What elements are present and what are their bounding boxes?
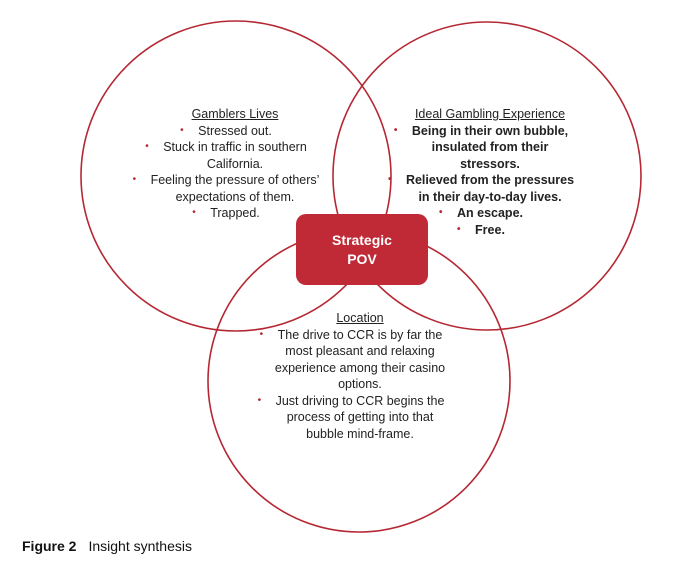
bullet-icon: •	[457, 223, 461, 235]
list-item-line: bubble mind-frame.	[306, 426, 414, 441]
list-item-line: An escape.	[456, 206, 523, 220]
list-item-line: expectations of them.	[175, 189, 295, 204]
bullet-icon: •	[438, 207, 443, 218]
location-title: Location	[336, 311, 384, 325]
bullet-icon: •	[132, 174, 137, 185]
list-item: • Being in their own bubble, insulated fro…	[375, 123, 605, 173]
list-item: • The drive to CCR is by far the most plea…	[245, 327, 475, 393]
location-section: Location • The drive to CCR is by far the…	[245, 310, 475, 442]
list-item-line: Stressed out.	[198, 123, 272, 138]
list-item-line: in their day-to-day lives.	[418, 189, 562, 204]
list-item-line: Just driving to CCR begins the	[275, 393, 445, 408]
bullet-icon: •	[393, 124, 398, 136]
bullet-icon: •	[387, 174, 392, 185]
gamblers-lives-section: Gamblers Lives • Stressed out. • Stuck in t…	[120, 106, 350, 222]
list-item-line: California.	[206, 156, 264, 171]
strategic-pov-box: Strategic POV	[296, 214, 428, 285]
list-item: • Stressed out.	[120, 123, 350, 140]
bullet-icon: •	[257, 394, 262, 406]
list-item-line: experience among their casino	[274, 360, 446, 375]
list-item-line: Being in their own bubble,	[411, 123, 569, 138]
circle-ideal-experience	[332, 21, 642, 331]
circle-gamblers-lives	[80, 20, 392, 332]
list-item: • Relieved from the pressures in their day…	[375, 172, 605, 205]
list-item: • Trapped.	[120, 205, 350, 222]
strategic-pov-line2: POV	[347, 250, 377, 267]
list-item-line: options.	[338, 377, 382, 391]
ideal-experience-section: Ideal Gambling Experience • Being in thei…	[375, 106, 605, 238]
caption-label: Figure 2	[22, 538, 77, 554]
bullet-icon: •	[192, 207, 196, 218]
list-item: • Just driving to CCR begins the process o…	[245, 393, 475, 443]
list-item-line: insulated from their	[431, 140, 549, 154]
list-item-line: Free.	[475, 222, 505, 237]
list-item: • Free.	[375, 222, 605, 239]
list-item-line: Stuck in traffic in southern	[163, 140, 307, 154]
list-item: • Feeling the pressure of others’ expectat…	[120, 172, 350, 205]
list-item-line: stressors.	[460, 156, 520, 171]
list-item: • An escape.	[375, 205, 605, 222]
list-item-line: The drive to CCR is by far the	[277, 327, 443, 342]
list-item-line: Trapped.	[210, 206, 260, 220]
gamblers-lives-title: Gamblers Lives	[191, 107, 279, 121]
strategic-pov-line1: Strategic	[332, 231, 392, 248]
figure-caption: Figure 2 Insight synthesis	[22, 538, 192, 554]
list-item-line: Relieved from the pressures	[405, 173, 575, 187]
caption-text: Insight synthesis	[88, 538, 192, 554]
ideal-experience-title: Ideal Gambling Experience	[414, 107, 566, 121]
bullet-icon: •	[180, 124, 184, 136]
list-item-line: process of getting into that	[286, 410, 434, 424]
list-item-line: most pleasant and relaxing	[285, 344, 435, 358]
bullet-icon: •	[259, 328, 264, 340]
bullet-icon: •	[145, 141, 149, 152]
list-item-line: Feeling the pressure of others’	[150, 173, 320, 187]
